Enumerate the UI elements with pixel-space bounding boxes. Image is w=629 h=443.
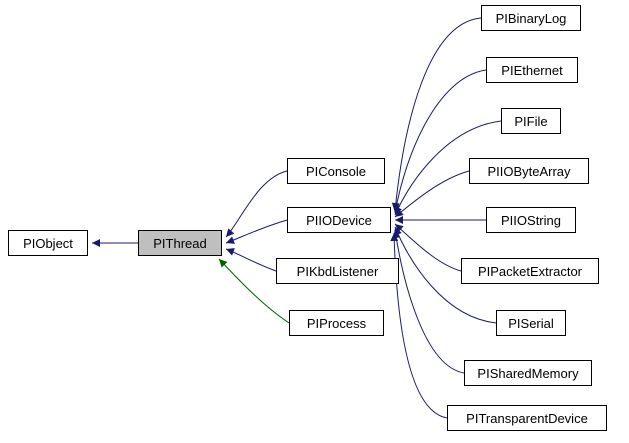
node-piobject[interactable]: PIObject	[8, 230, 88, 256]
edge-piiobytearray-piiodevice	[394, 170, 470, 218]
node-piconsole[interactable]: PIConsole	[287, 158, 385, 184]
node-pikbdlistener[interactable]: PIKbdListener	[276, 258, 399, 284]
node-piprocess[interactable]: PIProcess	[289, 310, 384, 336]
node-piiostring[interactable]: PIIOString	[486, 207, 576, 233]
node-piiodevice[interactable]: PIIODevice	[287, 207, 391, 233]
edge-pibinarylog-piiodevice	[391, 17, 482, 212]
edge-pifile-piiodevice	[394, 120, 502, 216]
edge-piprocess-pithread	[218, 258, 290, 324]
node-pitransparentdevice[interactable]: PITransparentDevice	[447, 405, 607, 431]
edge-pikbdlistener-pithread	[225, 248, 277, 272]
edge-piserial-piiodevice	[394, 226, 497, 324]
edge-pisharedmemory-piiodevice	[392, 229, 465, 374]
node-pithread[interactable]: PIThread	[138, 230, 222, 256]
node-pifile[interactable]: PIFile	[501, 108, 561, 134]
node-piserial[interactable]: PISerial	[496, 310, 566, 336]
edge-piconsole-pithread	[225, 170, 288, 238]
node-pisharedmemory[interactable]: PISharedMemory	[464, 360, 592, 386]
edge-piiodevice-pithread	[225, 219, 288, 244]
node-pibinarylog[interactable]: PIBinaryLog	[481, 5, 581, 31]
edge-piethernet-piiodevice	[392, 69, 487, 214]
node-pipacketextractor[interactable]: PIPacketExtractor	[461, 258, 599, 284]
node-piethernet[interactable]: PIEthernet	[486, 57, 578, 83]
node-piiobytearray[interactable]: PIIOByteArray	[469, 158, 589, 184]
